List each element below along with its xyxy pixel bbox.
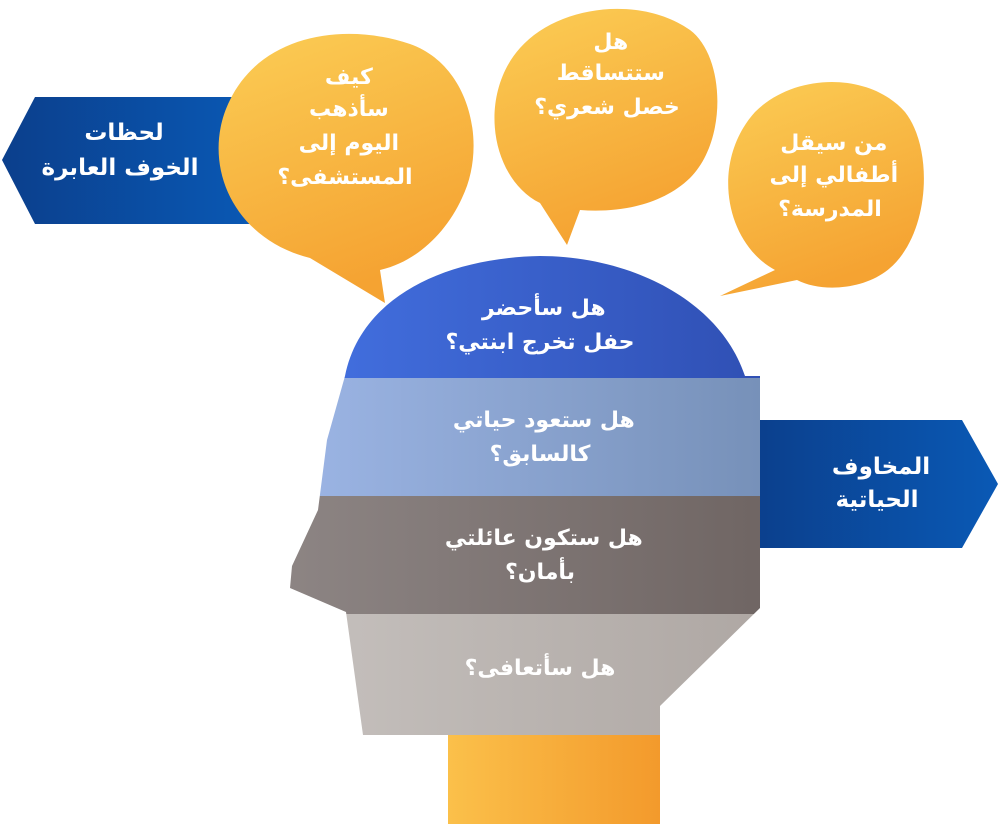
speech-bubble-3 — [720, 82, 924, 296]
speech-bubble-1 — [218, 33, 474, 303]
left-arrow — [2, 97, 260, 224]
right-arrow-label: المخاوف الحياتية — [824, 454, 930, 513]
neck — [448, 733, 660, 824]
speech-bubble-1-text: كيف سأذهب اليوم إلى المستشفى؟ — [277, 65, 412, 190]
head-band-3-text: هل ستكون عائلتي بأمان؟ — [437, 526, 643, 585]
speech-bubble-2-text: هل ستتساقط خصل شعري؟ — [534, 30, 680, 120]
left-arrow-label: لحظات الخوف العابرة — [42, 120, 199, 181]
head-band-2 — [290, 378, 760, 496]
head-band-1-text: هل سأحضر حفل تخرج ابنتي؟ — [445, 292, 634, 355]
speech-bubble-3-text: من سيقل أطفالي إلى المدرسة؟ — [762, 131, 898, 222]
speech-bubble-2 — [494, 8, 718, 245]
head-band-2-text: هل ستعود حياتي كالسابق؟ — [445, 408, 635, 467]
head-band-3 — [290, 496, 760, 614]
head-band-4-text: هل سأتعافى؟ — [465, 652, 616, 681]
right-arrow — [752, 420, 998, 548]
